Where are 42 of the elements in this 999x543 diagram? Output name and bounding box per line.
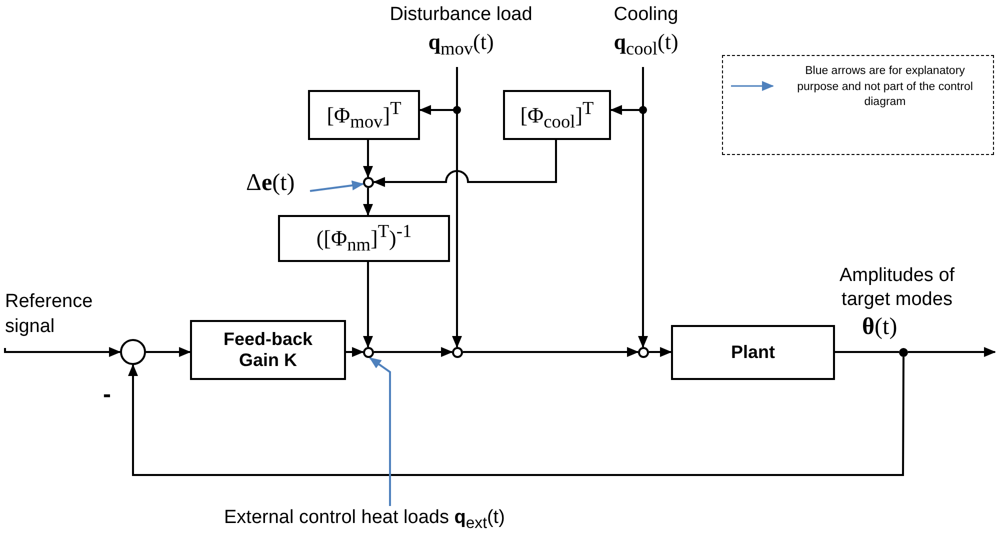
transfer-block xyxy=(503,90,611,140)
transfer-block xyxy=(308,90,420,140)
arrow xyxy=(310,180,364,192)
block-formula: [Φ$_{cool}$]$^{T}$ xyxy=(520,98,594,132)
arrow xyxy=(908,347,996,357)
minus-sign: - xyxy=(103,380,111,410)
plant-block xyxy=(671,325,835,380)
arrow xyxy=(463,347,639,357)
signal-symbol: Δe(t) xyxy=(246,168,310,200)
gain-block xyxy=(190,320,346,380)
block-formula: ([Φ$_{nm}$]$^{T}$)$^{-1}$ xyxy=(316,221,412,256)
output-label: Amplitudes of target modes xyxy=(838,264,956,312)
summing-junction xyxy=(120,339,146,365)
input-symbol: q$_{cool}$(t) xyxy=(614,28,678,60)
arrow xyxy=(346,347,364,357)
input-symbol: q$_{mov}$(t) xyxy=(428,28,494,60)
summing-point xyxy=(363,347,374,358)
annotation-label: External control heat loads q$_{ext}$(t) xyxy=(224,506,604,540)
legend-text: Blue arrows are for explanatory purpose and not part of the control diagram xyxy=(796,64,974,110)
block-label: Plant xyxy=(730,342,775,363)
block-formula: [Φ$_{mov}$]$^{T}$ xyxy=(326,98,402,132)
arrow xyxy=(4,347,121,357)
junction-dot xyxy=(899,348,908,357)
summing-point xyxy=(363,177,374,188)
summing-point xyxy=(638,347,649,358)
block-label: Feed-back Gain K xyxy=(222,329,314,371)
arrow xyxy=(373,140,557,187)
arrow xyxy=(363,262,373,348)
input-label: Disturbance load xyxy=(390,3,532,27)
arrow xyxy=(369,357,391,506)
connector-line xyxy=(835,351,899,353)
arrow xyxy=(374,347,453,357)
summing-point xyxy=(452,347,463,358)
input-label: Reference signal xyxy=(5,290,117,348)
arrow xyxy=(363,188,373,216)
input-label: Cooling xyxy=(614,3,678,27)
arrow xyxy=(128,357,904,476)
arrow xyxy=(363,140,373,178)
arrow xyxy=(146,347,191,357)
transfer-block xyxy=(278,215,450,262)
output-symbol: θ(t) xyxy=(862,313,898,342)
arrow xyxy=(649,347,672,357)
